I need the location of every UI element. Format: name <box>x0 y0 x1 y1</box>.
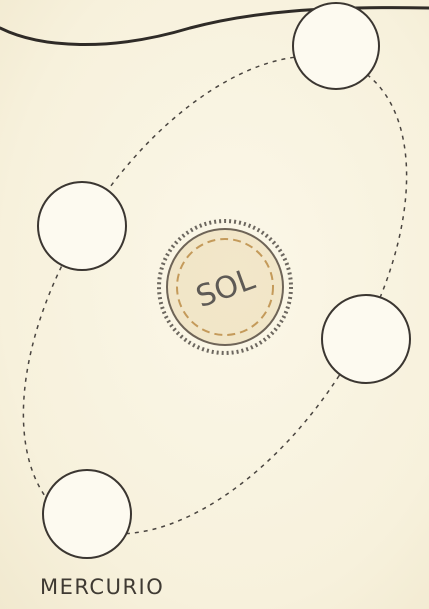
planet-position-left <box>38 182 126 270</box>
sun: SOL <box>159 221 291 353</box>
planet-position-right <box>322 295 410 383</box>
planet-position-top <box>293 3 379 89</box>
planet-position-bottom <box>43 470 131 558</box>
mercury-label: MERCURIO <box>40 575 164 599</box>
